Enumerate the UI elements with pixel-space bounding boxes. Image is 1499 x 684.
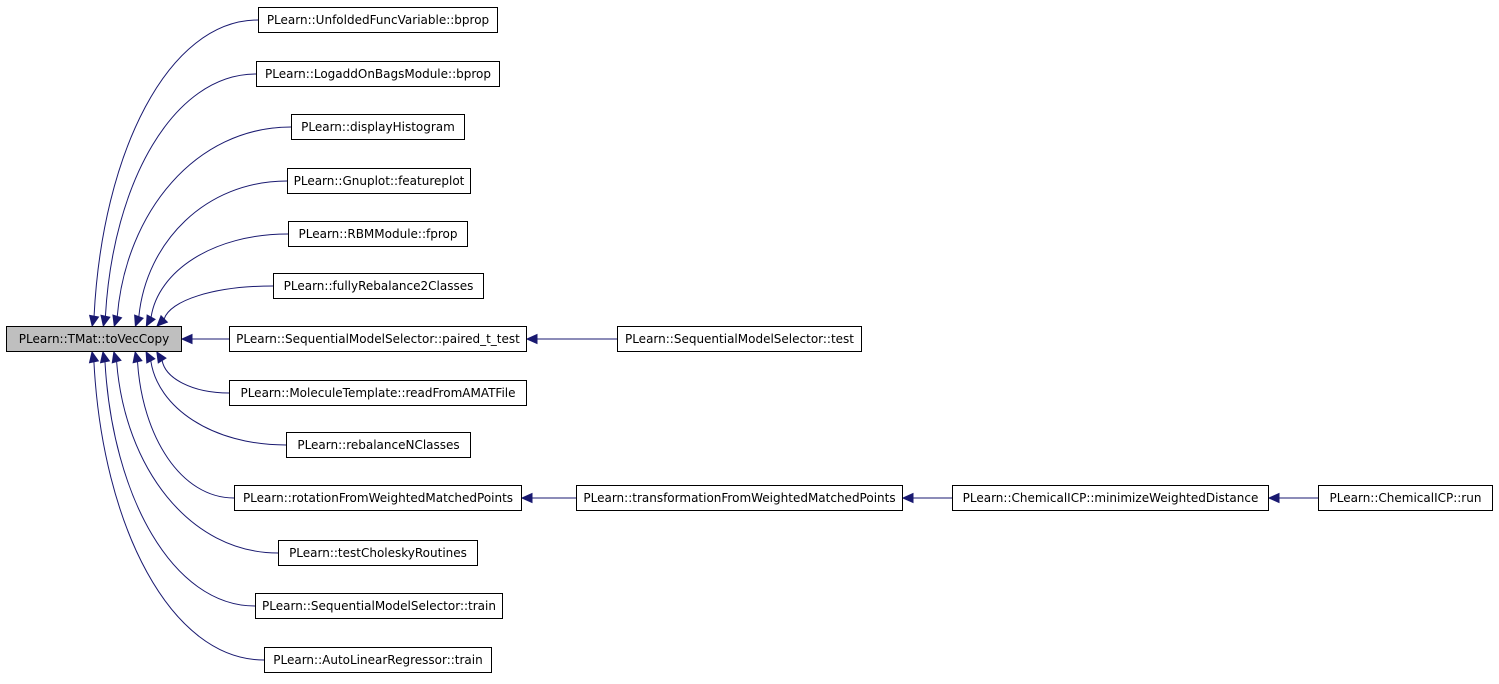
edge-n5-to-root-arrowhead [145,314,156,328]
node-rbmmodule-fprop[interactable]: PLearn::RBMModule::fprop [288,221,468,247]
node-paired-t-test[interactable]: PLearn::SequentialModelSelector::paired_… [229,326,527,352]
edge-n9-to-root-arrowhead [145,350,156,364]
edge-n6-to-root [163,285,274,320]
edge-n1-to-root [93,19,259,317]
edge-n10-to-root-arrowhead [132,350,143,364]
edge-n11-to-root [116,361,279,554]
edge-n12-to-root-arrowhead [99,350,111,364]
node-gnuplot-featureplot[interactable]: PLearn::Gnuplot::featureplot [287,168,471,194]
node-displayhistogram[interactable]: PLearn::displayHistogram [291,114,465,140]
edge-n13-to-root [93,361,265,661]
node-sequentialmodelselector-test[interactable]: PLearn::SequentialModelSelector::test [617,326,862,352]
edge-n5-to-root [150,233,289,318]
node-autolinearregressor-train[interactable]: PLearn::AutoLinearRegressor::train [264,647,492,673]
edge-n8-to-root-arrowhead [156,350,167,364]
edge-n15-to-n10-arrowhead [520,492,533,504]
edge-n4-to-root-arrowhead [134,314,144,328]
edge-n3-to-root-arrowhead [112,314,123,328]
edge-n11-to-root-arrowhead [111,350,122,364]
edge-n14-to-n7-arrowhead [525,333,538,345]
edge-n3-to-root [116,126,292,317]
node-root-toveccopy: PLearn::TMat::toVecCopy [6,326,182,352]
edge-n13-to-root-arrowhead [88,350,100,364]
edge-n8-to-root [161,360,230,394]
edge-n12-to-root [104,361,256,607]
node-chemicalicp-run[interactable]: PLearn::ChemicalICP::run [1318,485,1493,511]
edge-n4-to-root [138,180,288,317]
node-unfoldedfuncvariable-bprop[interactable]: PLearn::UnfoldedFuncVariable::bprop [258,7,498,33]
node-rotationfromweightedmatchedpoints[interactable]: PLearn::rotationFromWeightedMatchedPoint… [234,485,522,511]
edge-n7-to-root-arrowhead [180,333,193,345]
node-sequentialmodelselector-train[interactable]: PLearn::SequentialModelSelector::train [255,593,503,619]
edge-n1-to-root-arrowhead [88,314,100,328]
node-logaddonbagsmodule-bprop[interactable]: PLearn::LogaddOnBagsModule::bprop [256,61,500,87]
edge-n2-to-root [104,73,257,317]
edge-n2-to-root-arrowhead [100,314,111,328]
node-transformationfromweightedmatchedpoints[interactable]: PLearn::transformationFromWeightedMatche… [576,485,903,511]
node-rebalancenclasses[interactable]: PLearn::rebalanceNClasses [286,432,471,458]
edge-n9-to-root [150,360,287,446]
node-readfromamatfile[interactable]: PLearn::MoleculeTemplate::readFromAMATFi… [229,380,527,406]
edge-n17-to-n16-arrowhead [1267,492,1280,504]
edge-n10-to-root [137,361,235,499]
node-minimizeweighteddistance[interactable]: PLearn::ChemicalICP::minimizeWeightedDis… [952,485,1269,511]
node-fullyrebalance2classes[interactable]: PLearn::fullyRebalance2Classes [273,273,484,299]
edge-n6-to-root-arrowhead [156,314,169,327]
edge-n16-to-n15-arrowhead [901,492,914,504]
node-testcholeskyroutines[interactable]: PLearn::testCholeskyRoutines [278,540,478,566]
